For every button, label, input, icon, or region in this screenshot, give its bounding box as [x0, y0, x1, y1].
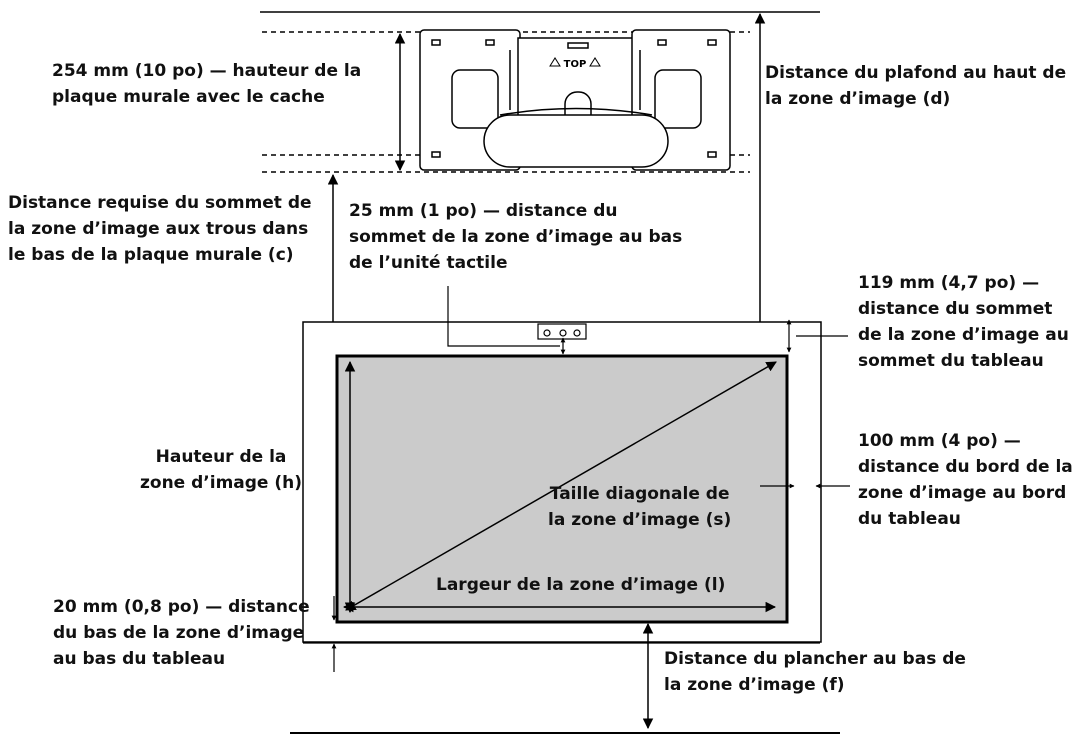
triangle-left-icon: [549, 57, 561, 67]
width-label: Largeur de la zone d’image (l): [436, 575, 726, 595]
touch-unit: [537, 323, 587, 340]
wall-plate: [419, 29, 731, 171]
diagonal-arrow: [345, 361, 777, 611]
touch-unit-leader: [447, 286, 560, 347]
top-badge: TOP: [564, 59, 587, 70]
triangle-right-icon: [589, 57, 601, 67]
